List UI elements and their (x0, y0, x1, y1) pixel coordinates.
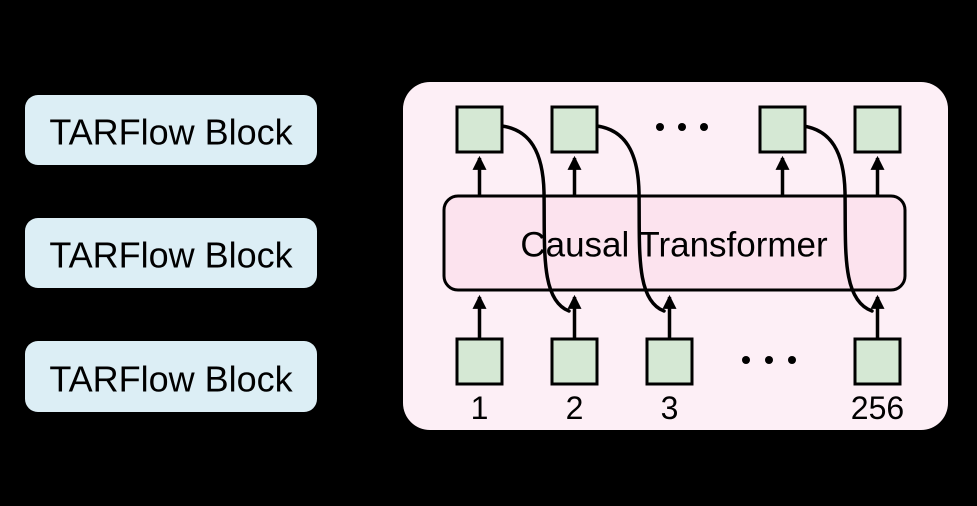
input-token-square (853, 337, 902, 386)
tarflow-block-label: TARFlow Block (49, 112, 293, 153)
causal-transformer-box (442, 194, 907, 292)
shift-connection-curve (801, 124, 874, 313)
ellipsis-dot (765, 356, 773, 364)
tarflow-block-label: TARFlow Block (49, 235, 293, 276)
ellipsis-dot (742, 356, 750, 364)
tarflow-block (25, 218, 317, 288)
input-token-square (645, 337, 694, 386)
tarflow-stack: TARFlow Block TARFlow Block TARFlow Bloc… (25, 95, 317, 412)
input-token-square (455, 337, 504, 386)
ellipsis-dot (678, 123, 686, 131)
ellipsis-dots-top (656, 123, 708, 131)
ellipsis-dot (788, 356, 796, 364)
output-token-square (550, 105, 599, 154)
ellipsis-dot (700, 123, 708, 131)
ellipsis-dot (656, 123, 664, 131)
output-token-square (455, 105, 504, 154)
input-index-label: 1 (471, 390, 489, 426)
causal-transformer-label: Causal Transformer (520, 226, 828, 265)
output-token-square (853, 105, 902, 154)
ellipsis-dots-bottom (742, 356, 796, 364)
shift-connection-curve (595, 124, 666, 313)
tarflow-block-label: TARFlow Block (49, 359, 293, 400)
input-index-label: 3 (661, 390, 679, 426)
output-tokens (455, 105, 902, 154)
shift-connections (500, 124, 874, 313)
input-index-label: 256 (851, 390, 904, 426)
input-index-labels: 1 2 3 256 (471, 390, 905, 426)
tarflow-detail-panel: Causal Transformer 1 2 3 256 (403, 82, 948, 430)
shift-connection-curve (500, 124, 571, 313)
tarflow-block (25, 341, 317, 412)
input-arrows (472, 294, 885, 338)
output-token-square (758, 105, 807, 154)
input-token-square (550, 337, 599, 386)
input-tokens (455, 337, 902, 386)
input-index-label: 2 (566, 390, 584, 426)
tarflow-block (25, 95, 317, 165)
output-arrows (472, 155, 885, 197)
